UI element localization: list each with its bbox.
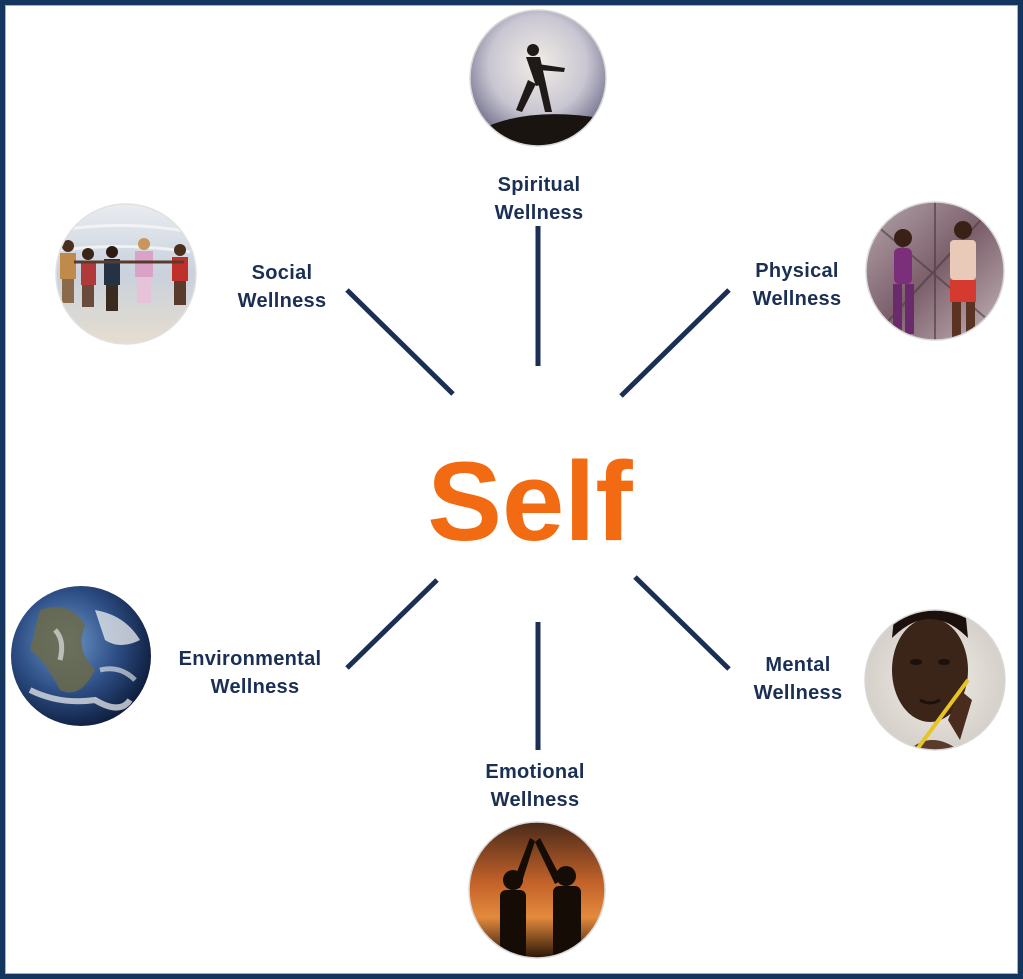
social-photo (56, 204, 196, 344)
label-social-line1: Social (252, 262, 313, 284)
jogger-woman (893, 229, 914, 334)
label-spiritual-line2: Wellness (495, 202, 584, 224)
label-spiritual: Spiritual Wellness (495, 174, 584, 224)
spoke-physical (619, 288, 731, 398)
label-environmental-line1: Environmental (179, 648, 322, 670)
label-environmental: Environmental Wellness (179, 648, 322, 698)
label-mental-line1: Mental (765, 654, 830, 676)
label-mental: Mental Wellness (754, 654, 843, 704)
label-physical: Physical Wellness (753, 260, 842, 310)
label-physical-line2: Wellness (753, 288, 842, 310)
label-social: Social Wellness (238, 262, 327, 312)
label-environmental-line2: Wellness (211, 676, 300, 698)
label-emotional-line1: Emotional (485, 761, 584, 783)
spoke-social (345, 288, 455, 396)
jogger-man (950, 221, 976, 338)
emotional-photo (469, 822, 605, 958)
label-social-line2: Wellness (238, 290, 327, 312)
center-label: Self (427, 439, 633, 564)
label-emotional: Emotional Wellness (485, 761, 584, 811)
physical-photo (866, 202, 1004, 340)
label-spiritual-line1: Spiritual (498, 174, 581, 196)
label-emotional-line2: Wellness (491, 789, 580, 811)
label-physical-line1: Physical (755, 260, 839, 282)
label-mental-line2: Wellness (754, 682, 843, 704)
spiritual-photo (470, 10, 606, 146)
environmental-photo (11, 586, 151, 726)
mental-photo (865, 610, 1005, 750)
spoke-environmental (345, 578, 439, 670)
spoke-mental (633, 575, 731, 671)
